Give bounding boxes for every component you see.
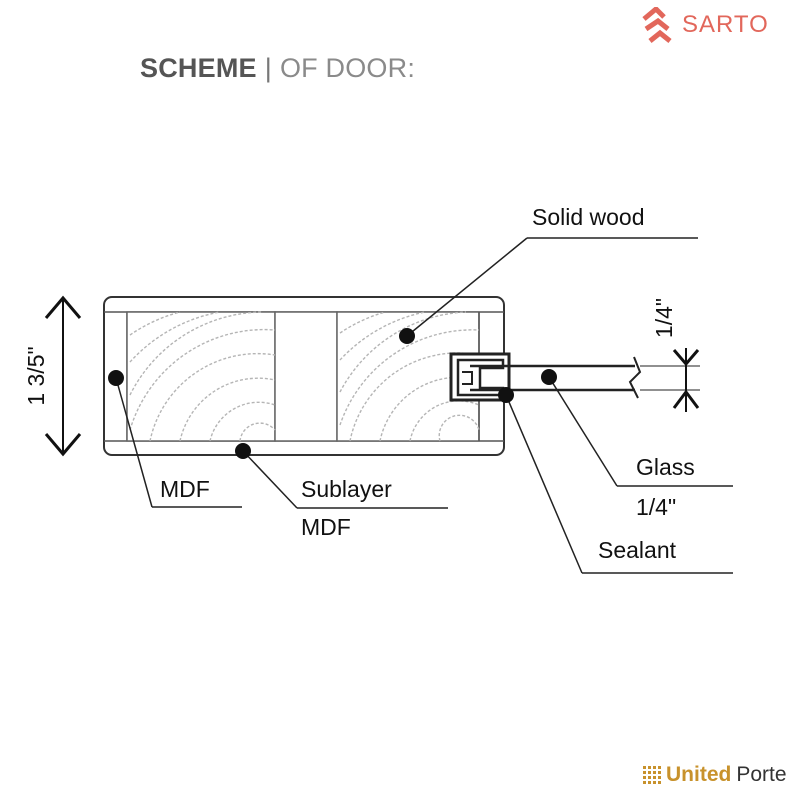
leader-sealant	[505, 394, 583, 574]
leader-sublayer	[242, 450, 298, 509]
title-bold: SCHEME	[140, 53, 257, 83]
page-title: SCHEME|OF DOOR:	[140, 48, 415, 88]
label-sublayer: Sublayer	[301, 476, 392, 502]
footer-logo: United Porte	[643, 762, 787, 788]
glass-width-dimension	[672, 348, 700, 412]
glass-pane	[470, 356, 700, 399]
wood-grain-left	[129, 311, 276, 442]
glass-width-label: 1/4"	[651, 298, 677, 338]
footer-logo-bold: United	[666, 763, 732, 786]
leader-solid-wood	[406, 237, 528, 337]
label-sealant: Sealant	[598, 537, 677, 563]
label-glass: Glass	[636, 454, 695, 480]
label-sublayer-mdf: MDF	[301, 514, 351, 540]
label-solid-wood: Solid wood	[532, 204, 645, 230]
united-porte-grid-icon	[643, 766, 661, 784]
thickness-dimension-label: 1 3/5"	[23, 346, 49, 405]
footer-logo-regular: Porte	[736, 763, 787, 786]
wood-grain-right	[339, 311, 480, 442]
leader-glass	[548, 376, 618, 487]
brand-logo: SARTO	[640, 6, 769, 44]
title-separator: |	[264, 53, 272, 83]
marker-mdf	[108, 370, 124, 386]
marker-solid-wood	[399, 328, 415, 344]
label-mdf: MDF	[160, 476, 210, 502]
marker-sublayer	[235, 443, 251, 459]
solid-wood-block-left	[126, 311, 276, 442]
title-light: OF DOOR:	[279, 53, 416, 83]
thickness-dimension	[44, 295, 82, 457]
leader-mdf	[115, 377, 153, 508]
brand-name: SARTO	[682, 11, 769, 38]
marker-sealant	[498, 387, 514, 403]
center-gap-block	[274, 311, 338, 442]
label-glass-thickness: 1/4"	[636, 494, 676, 520]
marker-glass	[541, 369, 557, 385]
sarto-logo-icon	[642, 7, 672, 43]
